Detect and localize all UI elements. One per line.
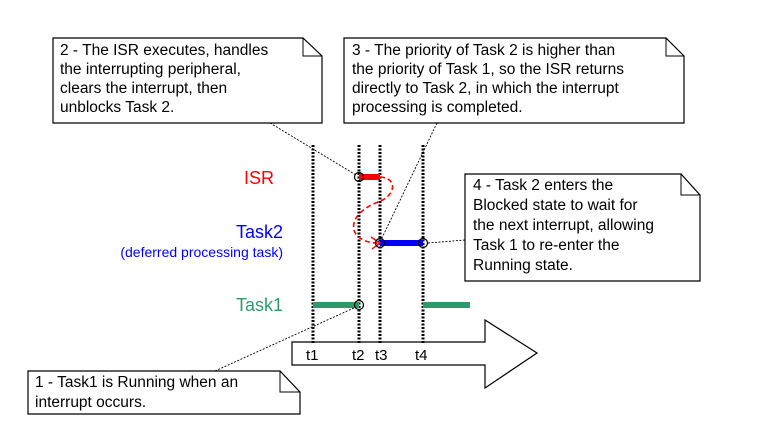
note-3-line-1: 3 - The priority of Task 2 is higher tha… — [352, 42, 615, 59]
note-2-shape — [52, 37, 323, 124]
note-2-line-3: clears the interrupt, then — [60, 80, 227, 97]
event-circle-isr-start — [353, 171, 365, 183]
tick-label-t1: t1 — [306, 347, 319, 364]
note-3-fold — [665, 38, 684, 57]
tick-label-t4: t4 — [415, 347, 428, 364]
event-circle-task2-start — [374, 237, 386, 249]
note-4-line-4: Task 1 to re-enter the — [473, 237, 619, 254]
lane-label-task2-sub: (deferred processing task) — [120, 244, 283, 260]
isr-return-arrowhead — [370, 236, 382, 250]
callout-line-note-1 — [214, 306, 357, 372]
note-4: 4 - Task 2 enters the Blocked state to w… — [464, 173, 701, 282]
note-1-line-2: interrupt occurs. — [35, 394, 146, 411]
note-1-shape — [27, 370, 301, 415]
timeline-arrow — [291, 318, 539, 390]
note-3-shape — [343, 37, 685, 124]
event-circle-task1-interrupt — [353, 299, 365, 311]
note-3-line-4: processing is completed. — [352, 99, 523, 116]
note-3: 3 - The priority of Task 2 is higher tha… — [343, 37, 685, 124]
note-4-line-1: 4 - Task 2 enters the — [473, 177, 613, 194]
note-4-line-2: Blocked state to wait for — [473, 197, 638, 214]
note-2-fold — [302, 38, 322, 57]
event-circle-task2-end — [417, 237, 429, 249]
lane-label-task1: Task1 — [236, 295, 283, 315]
lane-label-task2: Task2 — [236, 222, 283, 242]
note-3-line-2: the priority of Task 1, so the ISR retur… — [352, 61, 624, 78]
note-4-shape — [464, 173, 701, 282]
note-4-line-3: the next interrupt, allowing — [473, 217, 654, 234]
tick-label-t3: t3 — [375, 347, 388, 364]
callout-line-note-3 — [380, 122, 438, 241]
callout-line-note-4 — [427, 239, 466, 244]
tick-label-t2: t2 — [352, 347, 365, 364]
note-1-fold — [279, 371, 300, 393]
isr-return-arrow — [352, 176, 394, 244]
note-1: 1 - Task1 is Running when an interrupt o… — [27, 370, 301, 415]
note-2-line-1: 2 - The ISR executes, handles — [60, 42, 268, 59]
note-2: 2 - The ISR executes, handles the interr… — [52, 37, 323, 124]
note-1-line-1: 1 - Task1 is Running when an — [35, 374, 238, 391]
note-4-fold — [680, 174, 700, 196]
note-2-line-2: the interrupting peripheral, — [60, 61, 241, 78]
note-4-line-5: Running state. — [473, 257, 573, 274]
lane-label-isr: ISR — [244, 168, 274, 188]
note-2-line-4: unblocks Task 2. — [60, 99, 174, 116]
callout-line-note-2 — [269, 122, 357, 176]
note-3-line-3: directly to Task 2, in which the interru… — [352, 80, 619, 97]
